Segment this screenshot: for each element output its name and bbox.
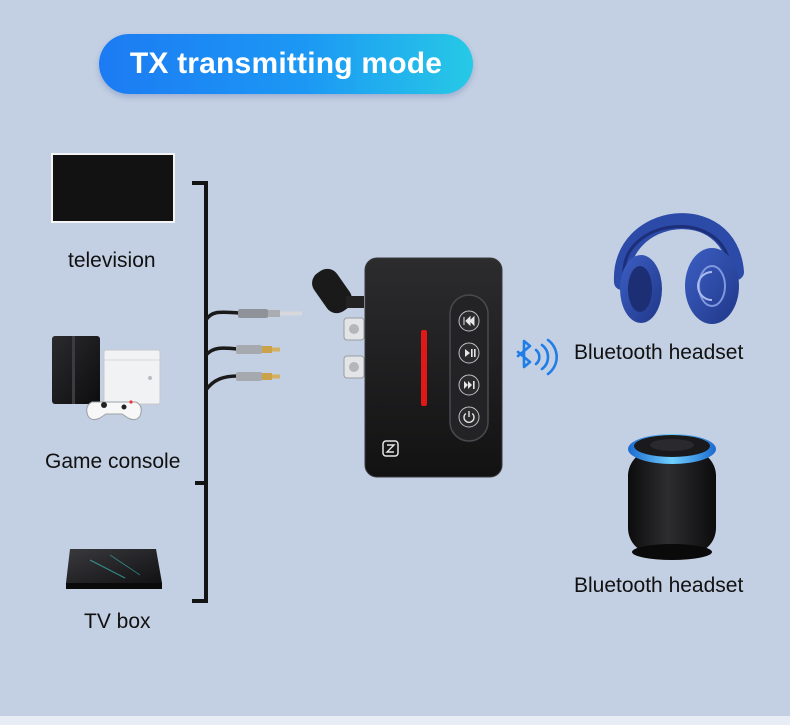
mode-title: TX transmitting mode xyxy=(129,47,443,80)
audio-cables xyxy=(204,309,302,392)
bottom-strip xyxy=(0,716,790,725)
previous-track-icon[interactable] xyxy=(458,310,480,332)
next-track-icon[interactable] xyxy=(458,374,480,396)
source-bracket xyxy=(192,181,208,603)
power-icon[interactable] xyxy=(458,406,480,428)
headphones-image xyxy=(613,213,744,324)
speaker-image xyxy=(628,434,716,560)
game-console-label: Game console xyxy=(45,450,181,473)
nfc-icon xyxy=(382,440,399,457)
speaker-label: Bluetooth headset xyxy=(574,574,744,597)
television-image xyxy=(51,153,175,223)
tv-box-image xyxy=(66,549,162,589)
play-pause-icon[interactable] xyxy=(458,342,480,364)
bluetooth-transmitter xyxy=(312,257,503,478)
status-indicator xyxy=(421,330,427,406)
bluetooth-signal-icon xyxy=(516,338,558,376)
game-console-image xyxy=(52,336,161,421)
antenna xyxy=(312,268,364,314)
mode-title-banner: TX transmitting mode xyxy=(99,34,473,94)
tv-box-label: TV box xyxy=(84,610,151,633)
headphones-label: Bluetooth headset xyxy=(574,341,744,364)
television-label: television xyxy=(68,249,156,272)
